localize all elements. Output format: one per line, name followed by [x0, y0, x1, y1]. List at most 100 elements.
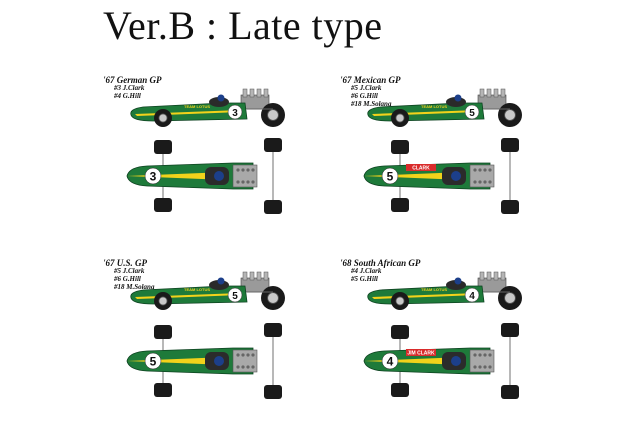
- driver-entry: #5 J.Clark: [351, 84, 382, 92]
- number-roundel: [144, 167, 162, 185]
- exhaust-pipe: [242, 271, 248, 281]
- tire: [154, 140, 172, 154]
- engine-intake: [478, 353, 482, 357]
- tire: [391, 325, 409, 339]
- driver-list: #4 J.Clark #5 G.Hill: [351, 267, 381, 283]
- exhaust-pipe: [479, 271, 485, 281]
- helmet: [451, 171, 461, 181]
- driver-entry: #5 J.Clark: [114, 267, 145, 275]
- driver-name-text: JIM CLARK: [407, 351, 435, 357]
- exhaust-pipe: [500, 271, 506, 281]
- exhaust-pipe: [486, 88, 492, 98]
- wheel-rim: [267, 292, 279, 304]
- exhaust-pipe: [500, 88, 506, 98]
- tire: [391, 140, 409, 154]
- tire: [501, 385, 519, 399]
- tire: [391, 198, 409, 212]
- engine-intake: [246, 353, 250, 357]
- livery-panel-south-african-gp: '68 South African GP #4 J.Clark #5 G.Hil…: [340, 258, 640, 428]
- driver-entry: #4 G.Hill: [114, 92, 141, 100]
- wheel-rim: [504, 109, 516, 121]
- helmet: [454, 94, 462, 102]
- car-number: 4: [469, 291, 475, 302]
- car-number: 5: [387, 170, 394, 184]
- engine-intake: [478, 168, 482, 172]
- yellow-stripe: [127, 357, 227, 365]
- engine-block: [469, 164, 495, 188]
- yellow-stripe: [364, 172, 464, 180]
- tire: [154, 383, 172, 397]
- engine-intake: [473, 365, 477, 369]
- helmet: [451, 356, 461, 366]
- helmet: [217, 277, 225, 285]
- exhaust-pipe: [249, 271, 255, 281]
- name-panel: [406, 164, 436, 171]
- helmet: [214, 356, 224, 366]
- race-label: '67 Mexican GP: [340, 75, 401, 85]
- number-roundel: [227, 104, 243, 120]
- helmet: [217, 94, 225, 102]
- car-number: 3: [232, 108, 238, 119]
- exhaust-pipe: [479, 88, 485, 98]
- engine-intake: [241, 180, 245, 184]
- engine-intake: [236, 168, 240, 172]
- car-number: 5: [150, 355, 157, 369]
- tire: [154, 325, 172, 339]
- exhaust-pipe: [242, 88, 248, 98]
- tire: [501, 138, 519, 152]
- exhaust-pipe: [263, 271, 269, 281]
- exhaust-pipe: [249, 88, 255, 98]
- livery-panel-mexican-gp: '67 Mexican GP #5 J.Clark #6 G.Hill #18 …: [340, 75, 640, 245]
- tire: [264, 200, 282, 214]
- engine-intake: [246, 180, 250, 184]
- exhaust-pipe: [493, 88, 499, 98]
- yellow-stripe: [127, 172, 227, 180]
- tire: [154, 198, 172, 212]
- engine-intake: [241, 365, 245, 369]
- engine-intake: [488, 365, 492, 369]
- tire: [264, 138, 282, 152]
- yellow-stripe: [364, 357, 464, 365]
- driver-entry: #5 G.Hill: [351, 275, 378, 283]
- engine-intake: [478, 180, 482, 184]
- wheel-rim: [158, 296, 168, 306]
- engine-intake: [483, 180, 487, 184]
- race-label: '68 South African GP: [340, 258, 421, 268]
- wheel-rim: [158, 113, 168, 123]
- race-label: '67 U.S. GP: [103, 258, 148, 268]
- car-number: 5: [469, 108, 475, 119]
- exhaust-pipe: [493, 271, 499, 281]
- engine-block: [469, 349, 495, 373]
- number-roundel: [144, 352, 162, 370]
- wheel-rim: [267, 109, 279, 121]
- engine-intake: [251, 168, 255, 172]
- exhaust-pipe: [263, 88, 269, 98]
- car-number: 4: [387, 355, 394, 369]
- driver-entry: #18 M.Solana: [351, 100, 392, 108]
- engine-intake: [236, 365, 240, 369]
- engine-intake: [251, 365, 255, 369]
- engine-intake: [246, 365, 250, 369]
- engine-intake: [236, 353, 240, 357]
- name-panel: [406, 349, 436, 356]
- exhaust-pipe: [256, 271, 262, 281]
- number-roundel: [464, 104, 480, 120]
- team-lotus-text: TEAM LOTUS: [421, 104, 447, 109]
- engine-intake: [473, 180, 477, 184]
- driver-entry: #6 G.Hill: [351, 92, 378, 100]
- driver-list: #5 J.Clark #6 G.Hill #18 M.Solana: [351, 84, 391, 108]
- driver-entry: #4 J.Clark: [351, 267, 382, 275]
- engine-intake: [483, 168, 487, 172]
- driver-list: #3 J.Clark #4 G.Hill: [114, 84, 144, 100]
- engine-intake: [473, 353, 477, 357]
- wheel-rim: [504, 292, 516, 304]
- number-roundel: [227, 287, 243, 303]
- driver-entry: #18 M.Solana: [114, 283, 155, 291]
- engine-intake: [483, 353, 487, 357]
- page-title: Ver.B : Late type: [103, 3, 383, 48]
- engine-intake: [241, 353, 245, 357]
